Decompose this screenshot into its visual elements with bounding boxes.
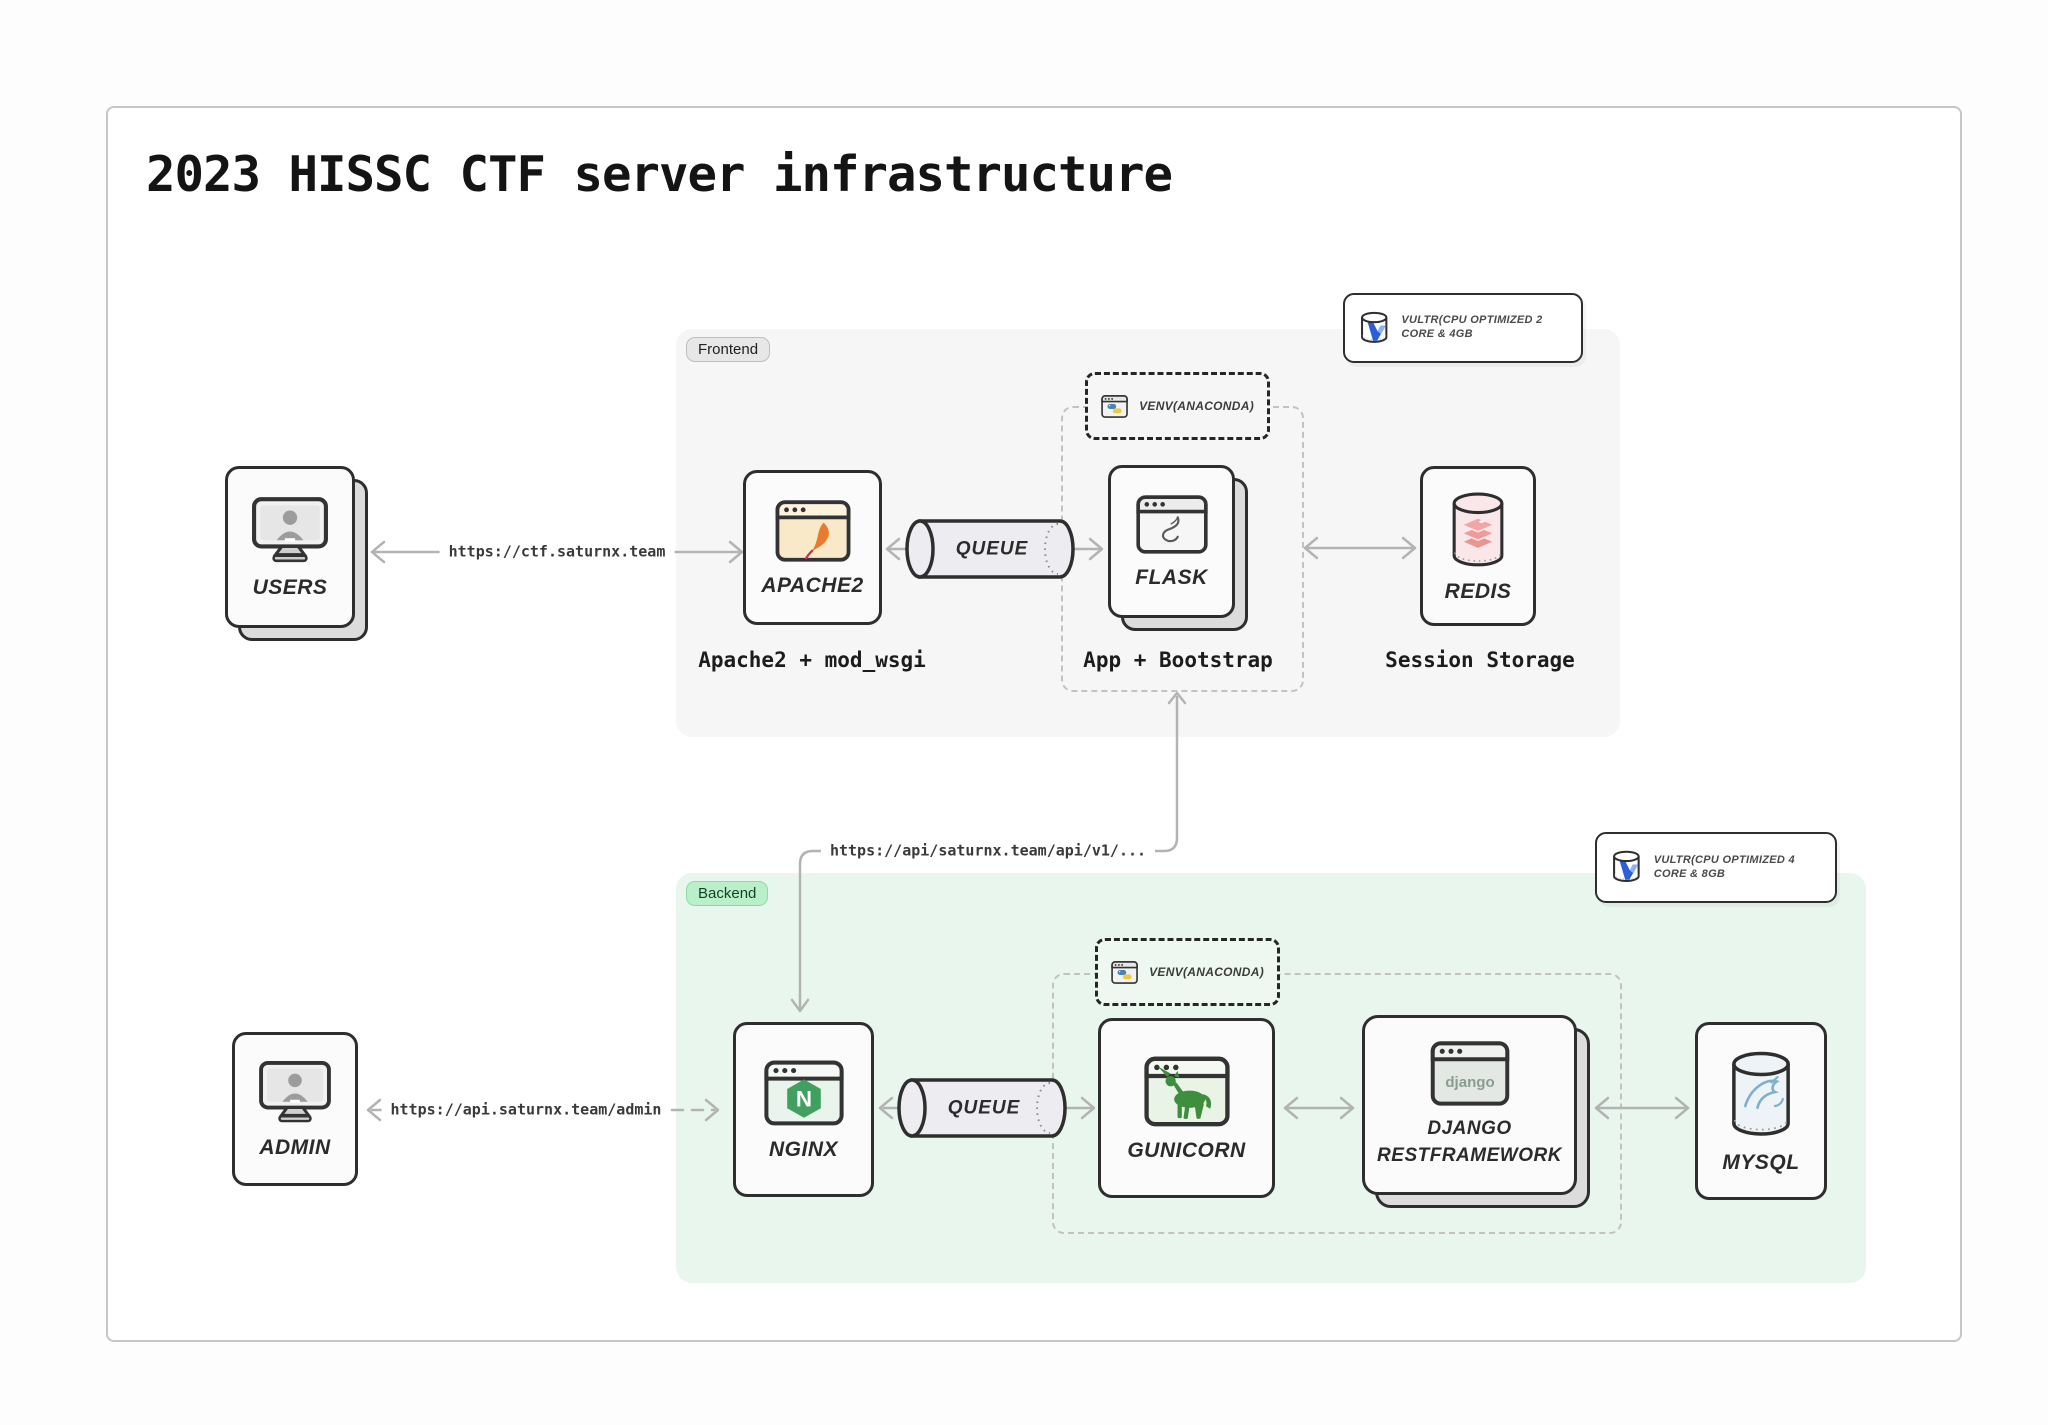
redis-sublabel: Session Storage [1385, 648, 1575, 672]
backend-vultr-badge: VULTR(CPU OPTIMIZED 4 CORE & 8GB [1595, 832, 1837, 903]
mysql-label: MYSQL [1722, 1150, 1800, 1174]
users-label: USERS [252, 576, 328, 599]
django-wordmark: django [1445, 1074, 1494, 1091]
users-url-label: https://ctf.saturnx.team [439, 541, 675, 563]
django-label-line1: DJANGO [1427, 1117, 1512, 1139]
redis-node: REDIS [1420, 466, 1536, 626]
apache2-label: APACHE2 [761, 573, 864, 597]
python-browser-icon [1101, 394, 1128, 418]
api-url-label: https://api/saturnx.team/api/v1/... [820, 840, 1156, 862]
frontend-venv-box: VENV(ANACONDA) [1085, 372, 1270, 440]
frontend-vultr-badge: VULTR(CPU OPTIMIZED 2 CORE & 4GB [1343, 293, 1583, 363]
admin-node: ADMIN [232, 1032, 358, 1186]
vultr-cylinder-icon [1361, 311, 1388, 343]
flask-label: FLASK [1135, 566, 1208, 589]
backend-queue-cylinder [897, 1078, 1067, 1138]
frontend-venv-label: VENV(ANACONDA) [1139, 399, 1254, 413]
apache-browser-icon [775, 499, 850, 562]
nginx-node: N NGINX [733, 1022, 874, 1197]
backend-section-label: Backend [686, 881, 769, 906]
users-monitor-icon [252, 497, 328, 563]
django-browser-icon: django [1430, 1041, 1509, 1106]
queue2-arrows [878, 1096, 1096, 1120]
page-title: 2023 HISSC CTF server infrastructure [146, 146, 1173, 203]
redis-label: REDIS [1444, 579, 1512, 603]
gunicorn-browser-icon [1143, 1056, 1230, 1126]
backend-queue-label: QUEUE [947, 1097, 1021, 1119]
apache2-node: APACHE2 [743, 470, 882, 625]
nginx-n-letter: N [795, 1086, 811, 1111]
frontend-queue-label: QUEUE [955, 538, 1029, 560]
frontend-queue-cylinder [905, 519, 1075, 579]
vultr-cylinder-icon [1613, 850, 1640, 882]
django-label-line2: RESTFRAMEWORK [1377, 1144, 1562, 1166]
backend-venv-label: VENV(ANACONDA) [1149, 965, 1264, 979]
admin-monitor-icon [259, 1060, 331, 1123]
mysql-cylinder-icon [1732, 1051, 1790, 1136]
redis-cylinder-icon [1452, 492, 1504, 566]
django-mysql-arrow [1594, 1096, 1690, 1120]
frontend-section-label: Frontend [686, 337, 771, 362]
gunicorn-node: GUNICORN [1098, 1018, 1275, 1198]
unicorn-logo [1157, 1066, 1211, 1119]
backend-vultr-label: VULTR(CPU OPTIMIZED 4 CORE & 8GB [1653, 853, 1795, 880]
django-node: django DJANGO RESTFRAMEWORK [1362, 1015, 1577, 1195]
gunicorn-label: GUNICORN [1127, 1138, 1246, 1162]
python-browser-icon [1111, 960, 1138, 984]
admin-url-label: https://api.saturnx.team/admin [381, 1099, 671, 1121]
flask-browser-icon [1135, 495, 1208, 554]
flask-redis-arrow [1303, 536, 1417, 560]
nginx-browser-icon: N [763, 1060, 844, 1125]
apache2-sublabel: Apache2 + mod_wsgi [698, 648, 926, 672]
admin-label: ADMIN [259, 1136, 331, 1159]
nginx-label: NGINX [768, 1137, 838, 1161]
flask-node: FLASK [1108, 465, 1235, 618]
flask-sublabel: App + Bootstrap [1083, 648, 1273, 672]
frontend-vultr-label: VULTR(CPU OPTIMIZED 2 CORE & 4GB [1401, 314, 1543, 340]
backend-venv-box: VENV(ANACONDA) [1095, 938, 1280, 1006]
mysql-node: MYSQL [1695, 1022, 1827, 1200]
gunicorn-django-arrow [1283, 1096, 1355, 1120]
users-node: USERS [225, 466, 355, 628]
